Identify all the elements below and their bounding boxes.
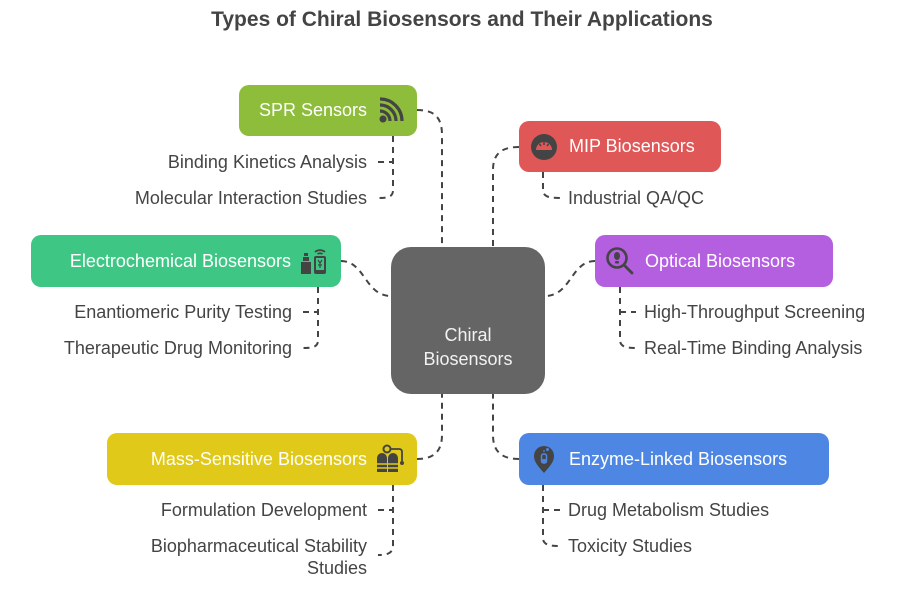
branch-optical-biosensors[interactable]: Optical Biosensors xyxy=(595,235,833,287)
leaf-line-1: Biopharmaceutical Stability xyxy=(150,536,367,556)
leaf-high-throughput-screening: High-Throughput Screening xyxy=(644,302,866,322)
branch-label: SPR Sensors xyxy=(258,100,367,120)
connector-spr-leaves xyxy=(377,136,394,199)
leaf-real-time-binding: Real-Time Binding Analysis xyxy=(644,338,863,358)
branch-mip-biosensors[interactable]: MIP Biosensors xyxy=(519,121,721,172)
leaf-binding-kinetics: Binding Kinetics Analysis xyxy=(167,152,367,172)
leaf-industrial-qa-qc: Industrial QA/QC xyxy=(568,188,705,208)
diagram-title: Types of Chiral Biosensors and Their App… xyxy=(211,8,713,31)
connector-optical xyxy=(544,260,596,297)
connector-mip-leaf xyxy=(542,172,561,199)
tanks-gauge-icon xyxy=(375,444,405,474)
device-phone-icon xyxy=(299,246,329,276)
connector-electro-leaves xyxy=(302,287,319,349)
gauge-icon xyxy=(529,132,559,162)
branch-spr-sensors[interactable]: SPR Sensors xyxy=(239,85,417,136)
connector-spr xyxy=(416,109,443,247)
center-label-line2: Biosensors xyxy=(423,349,513,369)
center-node[interactable]: Chiral Biosensors xyxy=(391,247,545,394)
test-tube-pin-icon xyxy=(529,444,559,474)
leaf-formulation-development: Formulation Development xyxy=(160,500,367,520)
signal-waves-icon xyxy=(375,96,405,126)
leaf-enantiomeric-purity: Enantiomeric Purity Testing xyxy=(74,302,292,322)
branch-label: Optical Biosensors xyxy=(645,250,796,271)
connector-enzyme-leaves xyxy=(542,485,561,547)
connector-mass-leaves xyxy=(377,485,394,556)
connector-optical-leaves xyxy=(619,287,637,349)
connector-electro xyxy=(340,260,392,297)
connector-mip xyxy=(492,146,520,247)
center-label-line1: Chiral xyxy=(444,325,492,345)
branch-mass-sensitive-biosensors[interactable]: Mass-Sensitive Biosensors xyxy=(107,433,417,485)
branch-label: Enzyme-Linked Biosensors xyxy=(569,448,788,469)
branch-enzyme-linked-biosensors[interactable]: Enzyme-Linked Biosensors xyxy=(519,433,829,485)
branch-label: Electrochemical Biosensors xyxy=(69,250,291,271)
leaf-line-2: Studies xyxy=(306,558,367,578)
branch-label: Mass-Sensitive Biosensors xyxy=(150,448,367,469)
connector-enzyme xyxy=(492,394,520,460)
leaf-toxicity-studies: Toxicity Studies xyxy=(568,536,693,556)
leaf-drug-metabolism: Drug Metabolism Studies xyxy=(568,500,770,520)
connector-mass xyxy=(416,394,443,460)
leaf-therapeutic-drug-monitoring: Therapeutic Drug Monitoring xyxy=(63,338,292,358)
branch-electrochemical-biosensors[interactable]: Electrochemical Biosensors xyxy=(31,235,341,287)
leaf-molecular-interaction: Molecular Interaction Studies xyxy=(134,188,367,208)
branch-label: MIP Biosensors xyxy=(569,136,695,156)
magnifier-icon xyxy=(605,246,635,276)
leaf-biopharmaceutical-stability: Biopharmaceutical Stability Studies xyxy=(151,535,367,579)
